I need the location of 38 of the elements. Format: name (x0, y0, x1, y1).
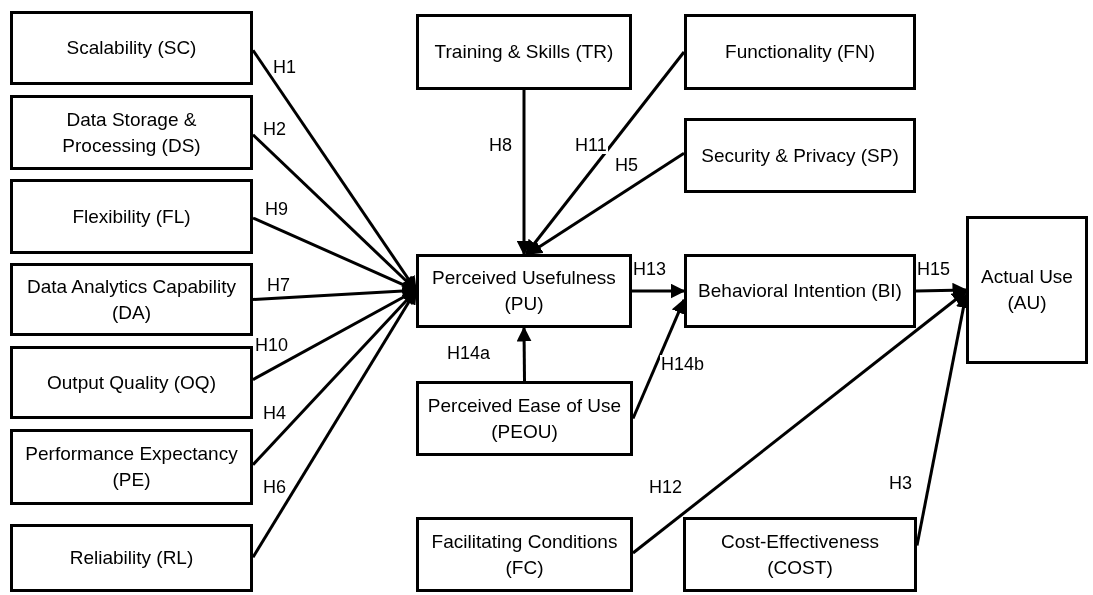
arrow (632, 283, 686, 299)
construct-box: Data Storage & Processing (DS) (10, 95, 253, 170)
construct-box: Training & Skills (TR) (416, 14, 632, 90)
edge-label: H7 (266, 276, 291, 294)
edge-label: H4 (262, 404, 287, 422)
edge-label: H14b (660, 355, 706, 373)
edge-label: H2 (262, 120, 287, 138)
construct-box: Performance Expectancy (PE) (10, 429, 253, 505)
construct-box: Reliability (RL) (10, 524, 253, 592)
edge-label: H11 (574, 136, 608, 154)
construct-box: Output Quality (OQ) (10, 346, 253, 419)
edge-label: H1 (272, 58, 297, 76)
arrow (524, 51, 686, 256)
edge-label: H3 (888, 474, 913, 492)
edge-label: H12 (648, 478, 684, 496)
edge-label: H9 (264, 200, 289, 218)
arrow (516, 326, 532, 381)
construct-box: Facilitating Conditions (FC) (416, 517, 633, 592)
edge-label: H5 (614, 156, 639, 174)
construct-box: Data Analytics Capability (DA) (10, 263, 253, 336)
construct-box: Actual Use (AU) (966, 216, 1088, 364)
edge-label: H13 (632, 260, 668, 278)
arrow (631, 298, 686, 420)
construct-box: Flexibility (FL) (10, 179, 253, 254)
construct-box: Behavioral Intention (BI) (684, 254, 916, 328)
construct-box: Perceived Ease of Use (PEOU) (416, 381, 633, 456)
construct-box: Cost-Effectiveness (COST) (683, 517, 917, 592)
edge-label: H10 (254, 336, 290, 354)
edge-label: H14a (446, 344, 492, 362)
construct-box: Scalability (SC) (10, 11, 253, 85)
edge-label: H8 (488, 136, 513, 154)
arrow (632, 290, 968, 555)
construct-box: Functionality (FN) (684, 14, 916, 90)
construct-box: Perceived Usefulness (PU) (416, 254, 632, 328)
construct-box: Security & Privacy (SP) (684, 118, 916, 193)
edge-label: H15 (916, 260, 952, 278)
edge-label: H6 (262, 478, 287, 496)
arrow (527, 152, 685, 256)
